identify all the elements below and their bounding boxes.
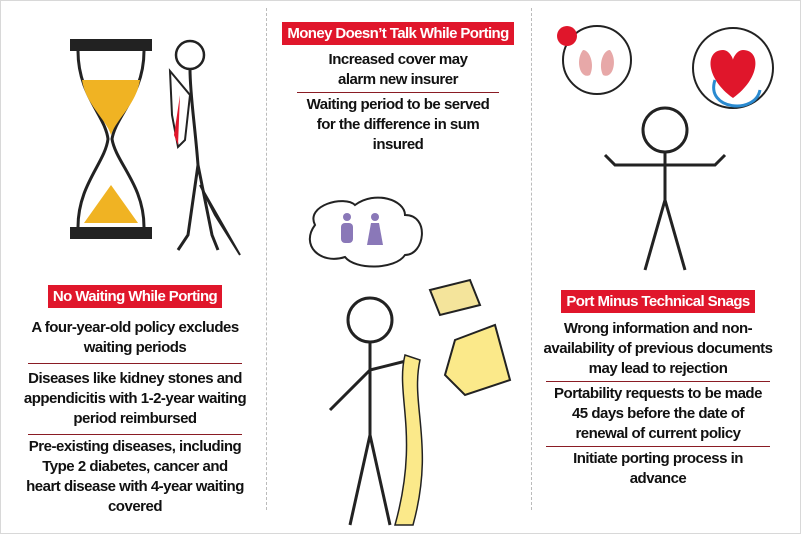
list-item: Waiting period to be served for the diff… xyxy=(306,96,490,153)
item-divider xyxy=(546,446,770,447)
section-no-waiting: No Waiting While Porting A four-year-old… xyxy=(20,285,250,517)
column-divider xyxy=(266,8,267,510)
thought-bubble xyxy=(308,196,423,268)
list-item: A four-year-old policy excludes waiting … xyxy=(31,319,239,356)
calculator-icon xyxy=(428,278,482,317)
alert-icon xyxy=(557,26,577,46)
head xyxy=(174,39,206,71)
item-divider xyxy=(28,363,242,364)
list-item: Diseases like kidney stones and appendic… xyxy=(23,370,247,427)
list-item: Portability requests to be made 45 days … xyxy=(554,385,762,442)
list-item: Wrong information and non-availability o… xyxy=(543,320,773,377)
item-divider xyxy=(546,381,770,382)
bill-icon xyxy=(443,323,512,397)
item-divider xyxy=(28,434,242,435)
list-item: Pre-existing diseases, including Type 2 … xyxy=(26,438,244,515)
section-header: Money Doesn’t Talk While Porting xyxy=(282,22,514,45)
column-divider xyxy=(531,8,532,510)
elderly-couple-icon xyxy=(341,223,353,243)
list-item: Increased cover may alarm new insurer xyxy=(328,51,468,88)
heart-icon xyxy=(710,50,756,98)
item-divider xyxy=(297,92,499,93)
list-item: Initiate porting process in advance xyxy=(573,450,743,487)
section-header: No Waiting While Porting xyxy=(47,285,223,308)
man-with-bill-illustration xyxy=(308,196,512,526)
kidney-icon xyxy=(579,50,614,76)
umbrella-icon xyxy=(199,184,241,256)
hourglass-bottom xyxy=(70,227,152,239)
confused-man-illustration xyxy=(557,25,774,271)
stethoscope-icon xyxy=(712,79,762,108)
section-header: Port Minus Technical Snags xyxy=(561,290,755,313)
hourglass-top xyxy=(70,39,152,51)
thought-bubble xyxy=(562,25,632,95)
section-money: Money Doesn’t Talk While Porting Increas… xyxy=(272,22,524,155)
section-technical-snags: Port Minus Technical Snags Wrong informa… xyxy=(538,290,778,489)
hourglass-man-illustration xyxy=(70,39,241,256)
